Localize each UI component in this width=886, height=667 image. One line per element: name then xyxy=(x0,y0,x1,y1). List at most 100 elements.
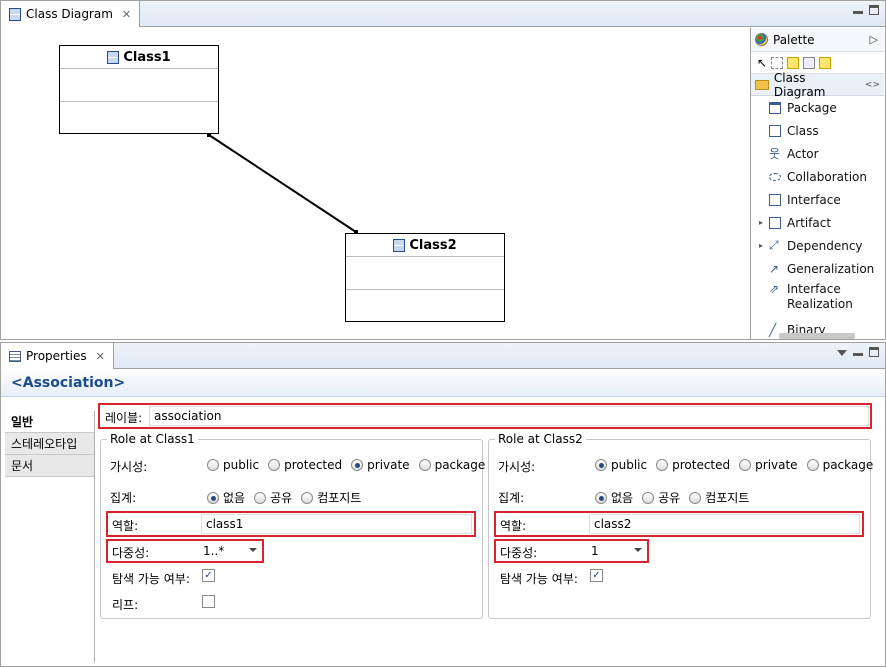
radio-public[interactable]: public xyxy=(595,458,647,472)
radio-none[interactable]: 없음 xyxy=(207,489,245,506)
collaboration-icon xyxy=(769,172,781,181)
palette-toolbar: ↖ xyxy=(751,52,884,74)
multiplicity-dropdown[interactable]: 1 xyxy=(587,541,646,560)
role-class1-group: Role at Class1 xyxy=(100,432,483,619)
group-title: Role at Class1 xyxy=(107,432,198,446)
minimize-icon[interactable] xyxy=(853,11,863,14)
role-class2-group: Role at Class2 xyxy=(488,432,871,619)
text-tool-icon[interactable] xyxy=(803,56,816,69)
radio-protected[interactable]: protected xyxy=(268,458,342,472)
diagram-canvas[interactable]: Class1 Class2 xyxy=(3,28,749,339)
dependency-icon: ⤢ xyxy=(769,238,779,252)
palette-scrollbar[interactable] xyxy=(779,333,855,339)
marquee-tool-icon[interactable] xyxy=(771,56,784,69)
tab-class-diagram[interactable]: Class Diagram ✕ xyxy=(1,1,141,27)
group-title: Role at Class2 xyxy=(495,432,586,446)
side-tab-general[interactable]: 일반 xyxy=(5,411,94,433)
expand-arrow-icon[interactable]: ▸ xyxy=(759,241,764,250)
class-name: Class2 xyxy=(409,237,457,253)
palette-item-package[interactable]: Package xyxy=(751,96,884,119)
palette-item-collaboration[interactable]: Collaboration xyxy=(751,165,884,188)
chevron-down-icon xyxy=(249,548,257,552)
palette-item-class[interactable]: Class xyxy=(751,119,884,142)
multiplicity-dropdown[interactable]: 1..* xyxy=(199,541,261,560)
class-name: Class1 xyxy=(123,49,171,65)
tab-properties[interactable]: Properties ✕ xyxy=(1,343,114,369)
radio-private[interactable]: private xyxy=(351,458,410,472)
interface-icon xyxy=(769,193,781,206)
radio-package[interactable]: package xyxy=(806,458,873,472)
properties-window-buttons xyxy=(837,347,879,357)
palette-item-interface-realization[interactable]: ⇗Interface Realization xyxy=(769,282,853,311)
radio-public[interactable]: public xyxy=(207,458,259,472)
editor-window-buttons xyxy=(853,5,879,15)
binary-association-icon: ╱ xyxy=(769,322,777,337)
aggregation-caption: 집계: xyxy=(498,491,525,505)
label-row-highlight xyxy=(98,403,872,429)
role-caption: 역할: xyxy=(112,519,139,533)
folder-icon xyxy=(755,79,769,90)
radio-shared[interactable]: 공유 xyxy=(642,489,680,506)
maximize-icon[interactable] xyxy=(869,5,879,15)
attributes-compartment[interactable] xyxy=(60,69,218,102)
radio-shared[interactable]: 공유 xyxy=(254,489,292,506)
diagram-icon xyxy=(9,7,21,21)
class-node-class2[interactable]: Class2 xyxy=(345,233,505,322)
properties-icon xyxy=(9,350,21,362)
role-input[interactable]: class2 xyxy=(589,514,860,534)
radio-package[interactable]: package xyxy=(418,458,485,472)
multiplicity-row-highlight xyxy=(106,539,264,563)
palette: Palette ▷ ↖ Class Diagram <> Package Cla… xyxy=(750,28,884,339)
palette-drawer-class-diagram[interactable]: Class Diagram <> xyxy=(751,70,884,99)
generalization-icon: ↗ xyxy=(769,261,780,276)
palette-collapse-icon[interactable]: ▷ xyxy=(869,33,878,46)
side-tab-stereotype[interactable]: 스테레오타입 xyxy=(5,433,94,455)
radio-protected[interactable]: protected xyxy=(656,458,730,472)
close-icon[interactable]: ✕ xyxy=(121,7,132,21)
select-tool-icon[interactable]: ↖ xyxy=(757,55,768,70)
navigable-checkbox[interactable]: ✓ xyxy=(202,569,215,582)
label-caption: 레이블: xyxy=(105,411,143,425)
navigable-checkbox[interactable]: ✓ xyxy=(590,569,603,582)
note-tool-icon[interactable] xyxy=(787,56,800,69)
properties-title: <Association> xyxy=(1,369,885,397)
side-tab-documentation[interactable]: 문서 xyxy=(5,455,94,477)
multiplicity-row-highlight xyxy=(494,539,649,563)
properties-view: Properties ✕ <Association> 일반 스테레오타입 문서 … xyxy=(0,342,886,667)
aggregation-caption: 집계: xyxy=(110,491,137,505)
drawer-label: Class Diagram xyxy=(773,70,826,99)
radio-composite[interactable]: 컴포지트 xyxy=(689,489,749,506)
label-input[interactable]: association xyxy=(149,406,869,426)
radio-none[interactable]: 없음 xyxy=(595,489,633,506)
class-icon xyxy=(769,124,781,137)
palette-item-artifact[interactable]: ▸Artifact xyxy=(759,215,832,230)
role-input[interactable]: class1 xyxy=(201,514,472,534)
role-row-highlight xyxy=(494,511,864,537)
navigable-caption: 탐색 가능 여부: xyxy=(500,572,578,586)
expand-arrow-icon[interactable]: ▸ xyxy=(759,218,764,227)
visibility-radio-group: public protected private package xyxy=(207,458,494,472)
class-node-class1[interactable]: Class1 xyxy=(59,45,219,134)
attributes-compartment[interactable] xyxy=(346,257,504,290)
view-menu-icon[interactable] xyxy=(837,350,847,356)
radio-private[interactable]: private xyxy=(739,458,798,472)
leaf-checkbox[interactable] xyxy=(202,595,215,608)
palette-header[interactable]: Palette ▷ xyxy=(751,28,884,52)
navigable-caption: 탐색 가능 여부: xyxy=(112,572,190,586)
palette-item-interface[interactable]: Interface xyxy=(751,188,884,211)
tab-label: Properties xyxy=(26,349,87,363)
palette-item-generalization[interactable]: ↗Generalization xyxy=(769,261,875,276)
maximize-icon[interactable] xyxy=(869,347,879,357)
aggregation-radio-group: 없음 공유 컴포지트 xyxy=(207,489,370,506)
artifact-icon xyxy=(769,216,781,229)
radio-composite[interactable]: 컴포지트 xyxy=(301,489,361,506)
pin-icon[interactable]: <> xyxy=(864,79,880,90)
tab-label: Class Diagram xyxy=(26,7,113,21)
attachment-tool-icon[interactable] xyxy=(819,56,832,69)
palette-item-dependency[interactable]: ▸⤢Dependency xyxy=(759,238,863,253)
close-icon[interactable]: ✕ xyxy=(95,349,105,363)
role-row-highlight xyxy=(106,511,476,537)
association-line[interactable] xyxy=(3,28,749,339)
minimize-icon[interactable] xyxy=(853,353,863,356)
